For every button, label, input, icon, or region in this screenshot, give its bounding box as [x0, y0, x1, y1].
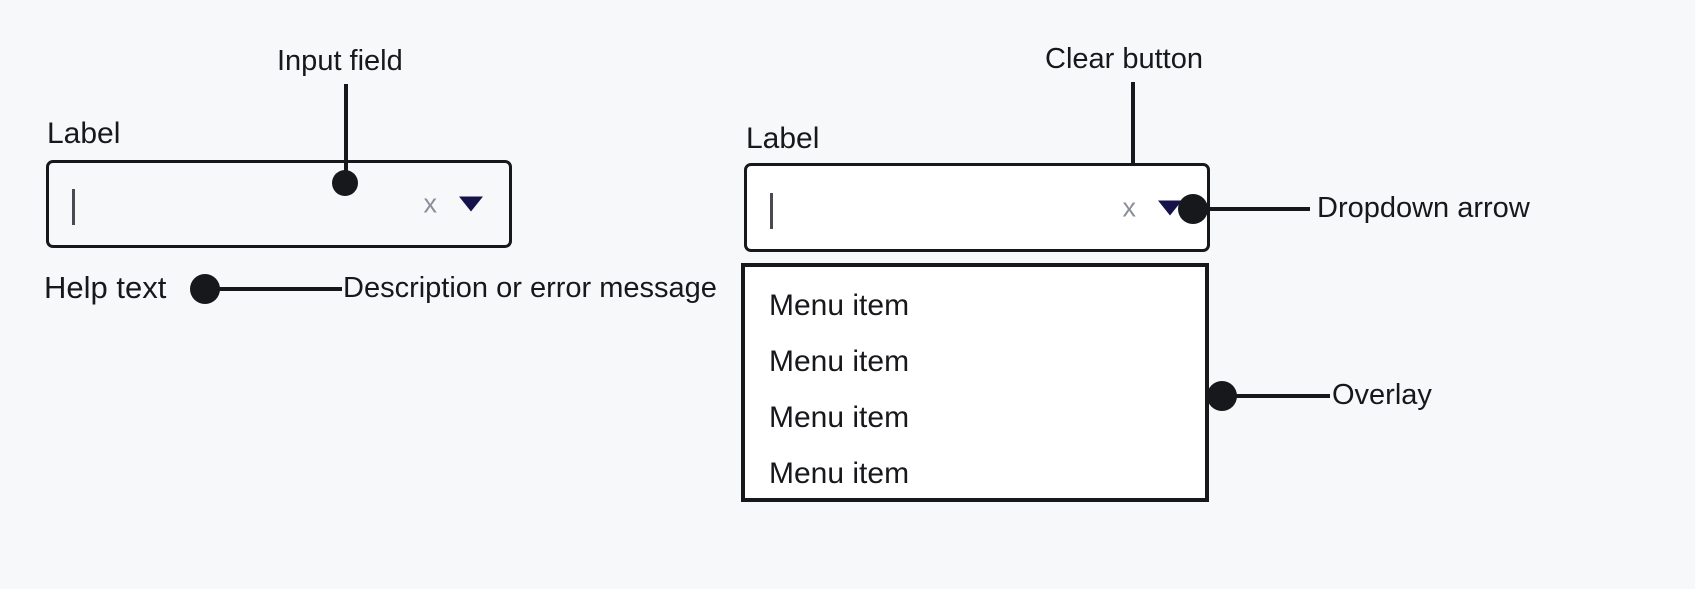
callout-leader-help-text	[214, 287, 342, 291]
menu-item[interactable]: Menu item	[769, 401, 910, 434]
callout-leader-dropdown-arrow	[1203, 207, 1310, 211]
left-field-help-text: Help text	[44, 270, 167, 305]
callout-label-input-field: Input field	[277, 45, 403, 77]
dropdown-overlay-menu: Menu item Menu item Menu item Menu item	[741, 263, 1209, 502]
left-combobox[interactable]: x	[46, 160, 512, 248]
callout-leader-clear-button	[1131, 82, 1135, 176]
callout-label-help-text: Description or error message	[343, 272, 717, 304]
left-field-label: Label	[47, 117, 121, 150]
menu-item[interactable]: Menu item	[769, 457, 910, 490]
left-field-actions: x	[423, 188, 483, 219]
callout-dot-input-field	[332, 170, 358, 196]
right-combobox[interactable]: x	[744, 163, 1210, 252]
clear-icon[interactable]: x	[1122, 192, 1137, 222]
callout-label-overlay: Overlay	[1332, 379, 1432, 411]
text-caret	[770, 193, 773, 229]
chevron-down-icon[interactable]	[459, 196, 483, 212]
right-field-actions: x	[1122, 192, 1182, 222]
callout-label-dropdown-arrow: Dropdown arrow	[1317, 192, 1530, 224]
clear-icon[interactable]: x	[423, 188, 438, 219]
text-caret	[72, 189, 75, 225]
right-field-label: Label	[746, 122, 820, 155]
callout-leader-overlay	[1232, 394, 1330, 398]
chevron-down-icon[interactable]	[1158, 200, 1182, 215]
menu-item[interactable]: Menu item	[769, 345, 910, 378]
callout-label-clear-button: Clear button	[1045, 43, 1203, 75]
callout-leader-input-field	[344, 84, 348, 180]
menu-item[interactable]: Menu item	[769, 289, 910, 322]
